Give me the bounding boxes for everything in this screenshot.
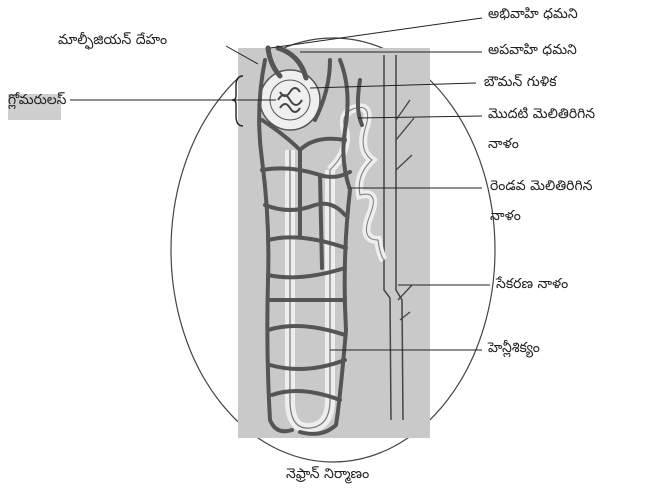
label-malpighian-body: మాల్ఫీజియన్ దేహం xyxy=(58,32,167,51)
label-pct-line1: మొదటి మెలితిరిగిన xyxy=(488,106,595,125)
label-pct-line2: నాళం xyxy=(488,136,519,155)
label-afferent-arteriole: అభివాహి ధమని xyxy=(488,6,578,25)
label-bowman-capsule: బౌమన్ గుళిక xyxy=(484,74,557,93)
label-collecting-duct: సేకరణ నాళం xyxy=(496,276,568,295)
label-efferent-arteriole: అపవాహి ధమని xyxy=(488,42,577,61)
diagram-caption: నెఫ్రాన్ నిర్మాణం xyxy=(286,466,369,485)
label-dct-line1: రెండవ మెలితిరిగిన xyxy=(490,178,592,197)
label-dct-line2: నాళం xyxy=(490,208,521,227)
label-loop-of-henle: హెన్లీశిక్యం xyxy=(488,340,540,359)
label-glomerulus: గ్లోమరులస్ xyxy=(8,92,67,111)
